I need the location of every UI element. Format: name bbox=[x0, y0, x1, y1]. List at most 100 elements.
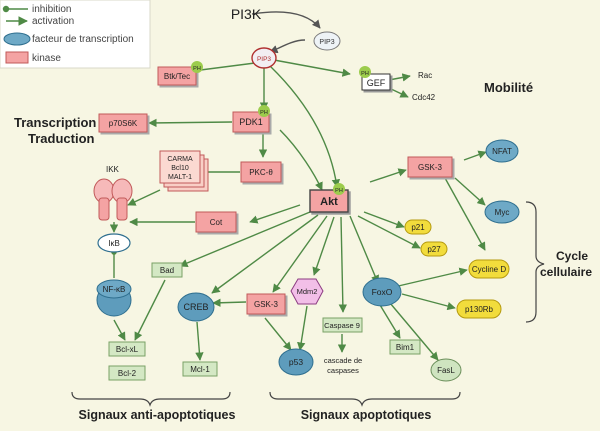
mcl1-label: Mcl-1 bbox=[190, 365, 210, 374]
mcl1-node: Mcl-1 bbox=[182, 361, 218, 377]
gef-ph-label: PH bbox=[361, 71, 369, 77]
pdk1-ph-domain-icon bbox=[258, 105, 270, 117]
foxo-cyclind-arrow bbox=[393, 267, 468, 288]
akt-kinase: Akt PH bbox=[309, 183, 349, 213]
caspase9-node: Caspase 9 bbox=[322, 317, 363, 333]
foxo-transcription-factor: FoxO bbox=[362, 277, 402, 307]
gsk3-creb-arrow bbox=[212, 298, 247, 307]
bim1-label: Bim1 bbox=[396, 343, 415, 352]
cyclin-d-label: Cycline D bbox=[472, 265, 506, 274]
foxo-label: FoxO bbox=[372, 287, 393, 297]
p21-label: p21 bbox=[411, 223, 425, 232]
bad-label: Bad bbox=[160, 266, 174, 275]
ikb-node: IκB bbox=[97, 233, 131, 253]
pip3-gef-arrow bbox=[273, 59, 351, 77]
legend-transcription-factor-icon bbox=[3, 32, 31, 46]
legend-transcription-factor-label: facteur de transcription bbox=[32, 34, 134, 45]
btk-tec-label: Btk/Tec bbox=[164, 72, 190, 81]
mdm2-p53-arrow bbox=[297, 305, 308, 351]
p27-node: p27 bbox=[420, 241, 448, 257]
p70s6k-kinase: p70S6K bbox=[98, 113, 148, 133]
transcription-label: Transcription bbox=[14, 115, 96, 130]
akt-creb-arrow bbox=[211, 214, 319, 294]
gef-rac-arrow bbox=[388, 73, 411, 82]
gsk3-left-kinase: GSK-3 bbox=[246, 293, 286, 315]
cell-cycle-label-2: cellulaire bbox=[540, 265, 592, 279]
anti-apoptotic-brace bbox=[71, 391, 231, 407]
pip3-return-arrow bbox=[269, 39, 306, 54]
btk-tec-kinase: Btk/Tec PH bbox=[157, 61, 203, 86]
akt-caspase9-arrow bbox=[338, 216, 348, 313]
bad-bclxl-inhibition bbox=[134, 279, 166, 341]
apoptotic-label: Signaux apoptotiques bbox=[301, 408, 432, 422]
carma-label: CARMA bbox=[167, 156, 193, 163]
cell-cycle-bracket bbox=[525, 201, 545, 323]
cdc42-label: Cdc42 bbox=[412, 93, 436, 102]
pip3-top-label: PIP3 bbox=[319, 39, 334, 46]
caspase9-label: Caspase 9 bbox=[324, 321, 360, 330]
anti-apoptotic-label: Signaux anti-apoptotiques bbox=[79, 408, 236, 422]
mdm2-label: Mdm2 bbox=[297, 287, 318, 296]
legend: inhibition activation facteur de transcr… bbox=[0, 0, 151, 69]
translation-label: Traduction bbox=[28, 131, 95, 146]
p53-label: p53 bbox=[289, 357, 303, 367]
pdk1-akt-arrow bbox=[279, 129, 323, 191]
nfat-transcription-factor: NFAT bbox=[485, 139, 519, 163]
myc-label: Myc bbox=[495, 208, 510, 217]
creb-transcription-factor: CREB bbox=[177, 292, 215, 322]
akt-ph-label: PH bbox=[335, 188, 343, 194]
legend-kinase-icon bbox=[5, 51, 29, 64]
creb-mcl1-arrow bbox=[195, 321, 204, 361]
foxo-bim1-arrow bbox=[379, 304, 401, 339]
bad-node: Bad bbox=[151, 262, 183, 278]
nfkb-bclxl-arrow bbox=[113, 319, 126, 341]
gsk3-right-label: GSK-3 bbox=[418, 163, 443, 172]
bcl2-label: Bcl-2 bbox=[118, 369, 137, 378]
nfat-label: NFAT bbox=[492, 147, 512, 156]
gef-node: GEF PH bbox=[359, 66, 391, 91]
akt-gsk3-left-arrow bbox=[272, 215, 328, 293]
gef-ph-domain-icon bbox=[359, 66, 371, 78]
ikk-complex: IKK bbox=[93, 165, 133, 221]
pdk1-kinase: PDK1 PH bbox=[232, 105, 270, 133]
myc-transcription-factor: Myc bbox=[484, 200, 520, 224]
akt-mdm2-arrow bbox=[312, 216, 335, 276]
gsk3-left-label: GSK-3 bbox=[254, 300, 279, 309]
pkc-theta-kinase: PKC-θ bbox=[240, 161, 282, 183]
bim1-node: Bim1 bbox=[389, 339, 421, 355]
pdk1-ph-label: PH bbox=[260, 110, 268, 116]
mdm2-node: Mdm2 bbox=[290, 278, 324, 305]
p130rb-node: p130Rb bbox=[456, 299, 502, 319]
rac-label: Rac bbox=[418, 71, 432, 80]
gef-cdc42-arrow bbox=[388, 87, 409, 98]
bcl10-label: Bcl10 bbox=[171, 165, 189, 172]
gsk3-myc-arrow bbox=[454, 177, 486, 206]
pdk1-label: PDK1 bbox=[239, 117, 263, 127]
carma-ikk-arrow bbox=[127, 189, 161, 206]
gef-label: GEF bbox=[367, 78, 386, 88]
cell-cycle-label-1: Cycle bbox=[556, 249, 588, 263]
mobility-label: Mobilité bbox=[484, 80, 533, 95]
akt-ph-domain-icon bbox=[333, 183, 345, 195]
p21-node: p21 bbox=[404, 219, 432, 235]
btk-ph-label: PH bbox=[193, 66, 201, 72]
pip3-center-label: PIP3 bbox=[257, 56, 271, 63]
nfkb-transcription-factor: NF-κB bbox=[96, 279, 132, 317]
pip3-top-node: PIP3 bbox=[313, 31, 341, 51]
legend-kinase-label: kinase bbox=[32, 53, 61, 64]
connectors bbox=[109, 11, 487, 361]
pip3-center-node: PIP3 bbox=[251, 47, 277, 69]
p27-label: p27 bbox=[427, 245, 441, 254]
nfkb-label: NF-κB bbox=[103, 285, 126, 294]
ikk-label: IKK bbox=[106, 165, 120, 174]
p70s6k-label: p70S6K bbox=[109, 119, 138, 128]
cascade-label-1: cascade de bbox=[324, 356, 362, 365]
pi3k-to-pip3-arrow bbox=[251, 11, 321, 29]
akt-p27-arrow bbox=[357, 215, 421, 249]
bcl2-node: Bcl-2 bbox=[108, 365, 146, 381]
p130rb-label: p130Rb bbox=[465, 305, 494, 314]
pkc-label: PKC-θ bbox=[249, 168, 273, 177]
creb-label: CREB bbox=[183, 302, 208, 312]
fasl-label: FasL bbox=[437, 366, 455, 375]
